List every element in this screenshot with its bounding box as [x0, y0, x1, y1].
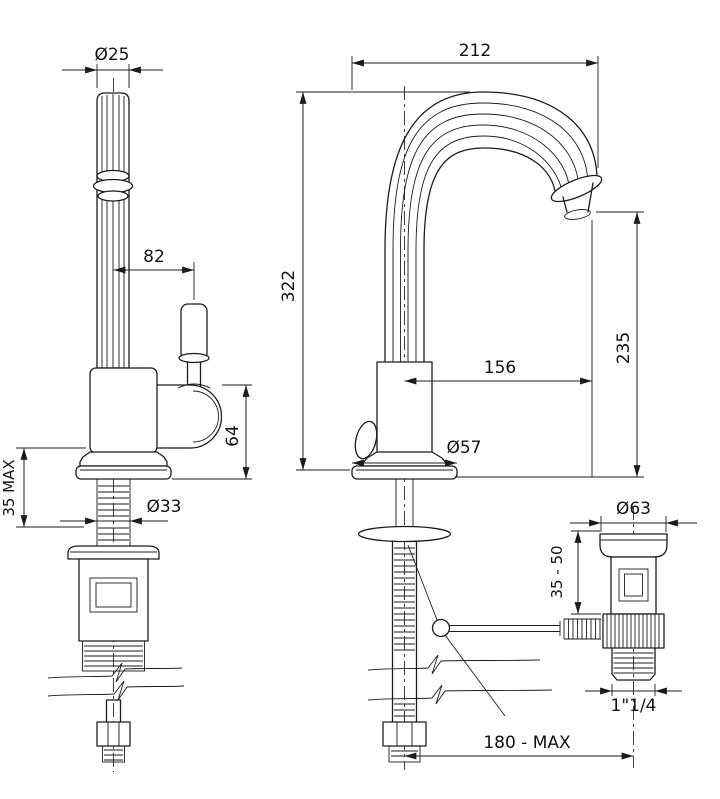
side-drain — [47, 545, 185, 763]
dim-label-max-deck-left: 35 MAX — [0, 459, 18, 516]
dim-label-drain-distance: 180 - MAX — [483, 733, 571, 753]
rod-threads — [394, 547, 415, 717]
dim-max-deck-left: 35 MAX — [0, 447, 86, 528]
link-spring — [563, 618, 601, 640]
dim-body-height: 64 — [172, 384, 252, 480]
mounting-hardware — [357, 479, 601, 763]
side-body — [89, 367, 158, 454]
drain-slot — [89, 577, 138, 613]
break-line — [47, 662, 183, 683]
handle-grip — [180, 303, 208, 361]
spout-flute — [400, 113, 580, 362]
mounting-nut — [382, 721, 427, 747]
shank-threads — [98, 485, 129, 541]
spout-flute — [415, 135, 564, 362]
side-base — [75, 451, 172, 480]
mounting-washer — [357, 525, 452, 543]
dim-spout-tube-diameter: Ø25 — [62, 45, 163, 88]
dim-deck-thickness-range: 35 - 50 — [548, 530, 601, 615]
drain-detail: Ø63 35 - 50 1"1/4 — [548, 499, 697, 768]
pop-up-rod-upper — [407, 544, 438, 621]
dim-label-total-height: 322 — [279, 270, 299, 302]
spout-flute — [407, 124, 571, 362]
drain-detail-flange — [599, 533, 668, 558]
dim-shank-diameter: Ø33 — [60, 497, 182, 525]
break-line — [47, 680, 185, 701]
dim-outlet-height: 235 — [456, 211, 644, 478]
break-line — [367, 654, 541, 675]
break-line — [367, 684, 553, 705]
gooseneck-spout — [384, 91, 603, 363]
drain-nut — [96, 721, 131, 747]
drain-detail-body — [610, 556, 657, 615]
valve-housing-inner-arc — [192, 390, 219, 443]
drain-thread-section — [82, 640, 145, 672]
dim-total-height: 322 — [279, 91, 470, 471]
dim-label-shank-diameter: Ø33 — [146, 497, 181, 517]
dim-label-body-height: 64 — [223, 425, 243, 447]
side-column — [92, 92, 134, 369]
front-view: 212 322 235 156 Ø57 180 - MAX — [279, 41, 644, 770]
dim-label-drain-thread: 1"1/4 — [611, 696, 657, 716]
drain-detail-slot — [618, 568, 649, 602]
dim-label-drain-flange-diameter: Ø63 — [616, 499, 651, 519]
side-handle — [178, 303, 210, 391]
spout-nozzle — [562, 182, 594, 213]
side-column-flutes — [101, 94, 125, 368]
drain-tailpiece — [611, 647, 656, 681]
dim-label-spout-tube-diameter: Ø25 — [94, 45, 129, 65]
front-handle — [354, 420, 378, 460]
dim-label-total-width: 212 — [459, 41, 491, 61]
side-column-collar — [92, 169, 134, 202]
pop-up-rod-lower — [444, 634, 506, 717]
dim-label-base-diameter: Ø57 — [446, 438, 481, 458]
spout-collar — [550, 174, 603, 203]
side-view: Ø25 82 64 Ø33 35 MAX — [0, 45, 252, 772]
dim-label-deck-thickness-range: 35 - 50 — [548, 545, 566, 598]
housing-cap-line — [177, 383, 211, 389]
valve-housing — [149, 384, 223, 449]
dim-drain-thread: 1"1/4 — [585, 684, 682, 716]
dim-spout-reach: 156 — [404, 220, 593, 477]
pop-up-ball-joint — [431, 618, 451, 638]
spout-flute — [392, 102, 589, 362]
horizontal-link-rod — [449, 621, 561, 636]
dim-drain-flange-diameter: Ø63 — [570, 499, 697, 532]
dim-total-width: 212 — [351, 41, 599, 168]
dim-base-diameter: Ø57 — [352, 438, 482, 467]
dim-label-handle-offset: 82 — [143, 247, 165, 267]
drain-lower-stem — [105, 699, 122, 723]
threaded-rod — [391, 540, 418, 723]
dim-handle-offset: 82 — [113, 247, 195, 300]
dim-label-outlet-height: 235 — [614, 332, 634, 364]
front-body — [376, 361, 433, 454]
dim-label-spout-reach: 156 — [484, 358, 516, 378]
drain-body — [78, 558, 149, 642]
drain-knurled-nut — [602, 613, 665, 649]
dim-drain-distance: 180 - MAX — [404, 733, 634, 760]
drain-flange — [67, 545, 160, 560]
spout-outlet — [564, 209, 591, 220]
drain-tip — [102, 745, 125, 763]
